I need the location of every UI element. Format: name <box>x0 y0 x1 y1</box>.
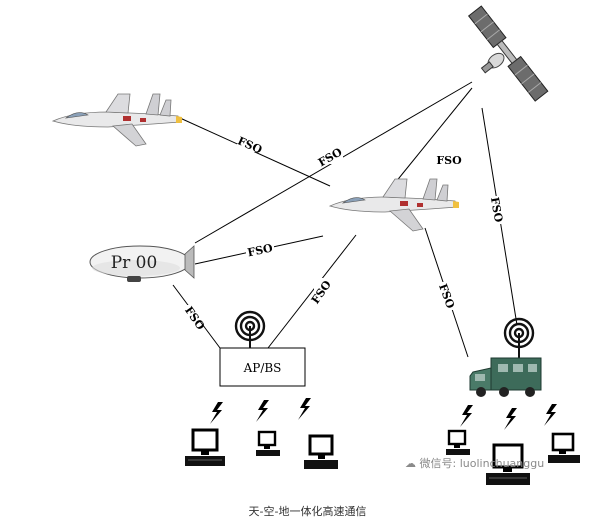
link-jet2-apbs <box>267 234 357 349</box>
computer-terminal-icon <box>185 428 225 466</box>
svg-text:FSO: FSO <box>309 278 334 307</box>
fso-label-jet1-jet2: FSO <box>236 134 265 156</box>
satellite-icon <box>467 5 549 102</box>
lightning-icon <box>544 404 557 426</box>
lightning-icon <box>210 402 223 424</box>
lightning-icon <box>256 400 269 422</box>
link-lines <box>172 81 518 358</box>
fso-label-satellite-jet2: FSO <box>435 153 463 167</box>
fso-label-airship-apbs: FSO <box>182 304 207 333</box>
radio-antenna-icon <box>503 317 535 358</box>
computer-terminal-icon <box>446 429 470 455</box>
military-truck-icon <box>469 357 542 397</box>
ap-bs-node: AP/BS <box>219 347 306 387</box>
fso-label-satellite-truck: FSO <box>488 196 505 224</box>
lightning-icon <box>504 408 517 430</box>
jet-aircraft-icon <box>328 178 459 232</box>
fso-label-satellite-airship: FSO <box>316 145 345 169</box>
svg-text:FSO: FSO <box>316 145 345 169</box>
lightning-icon <box>298 398 311 420</box>
lightning-icon <box>460 405 473 427</box>
wechat-icon: ☁ <box>405 457 416 470</box>
jet-aircraft-icon <box>51 93 182 147</box>
wireless-signal-icons <box>210 398 557 430</box>
radio-antenna-icon <box>234 310 266 348</box>
fso-label-jet2-apbs: FSO <box>309 278 334 307</box>
svg-text:FSO: FSO <box>488 196 505 224</box>
computer-terminal-icon <box>486 443 530 485</box>
link-satellite-jet2 <box>394 87 473 184</box>
svg-text:FSO: FSO <box>182 304 207 333</box>
watermark-text: 微信号: luolinchuanggu <box>419 457 545 470</box>
figure-caption: 天-空-地一体化高速通信 <box>248 505 367 518</box>
svg-text:FSO: FSO <box>436 154 462 167</box>
wechat-watermark: ☁ 微信号: luolinchuanggu <box>405 455 544 471</box>
svg-text:AP/BS: AP/BS <box>243 361 282 375</box>
computer-terminal-icon <box>304 434 338 469</box>
svg-text:Pr 00: Pr 00 <box>111 253 158 273</box>
svg-text:FSO: FSO <box>246 241 274 259</box>
fso-label-jet2-truck: FSO <box>436 282 457 311</box>
computer-terminal-icon <box>548 432 580 463</box>
fso-label-airship-jet2: FSO <box>246 241 274 259</box>
computer-terminal-icon <box>256 430 280 456</box>
svg-text:FSO: FSO <box>236 134 265 156</box>
airship-icon: Pr 00 <box>89 245 195 282</box>
